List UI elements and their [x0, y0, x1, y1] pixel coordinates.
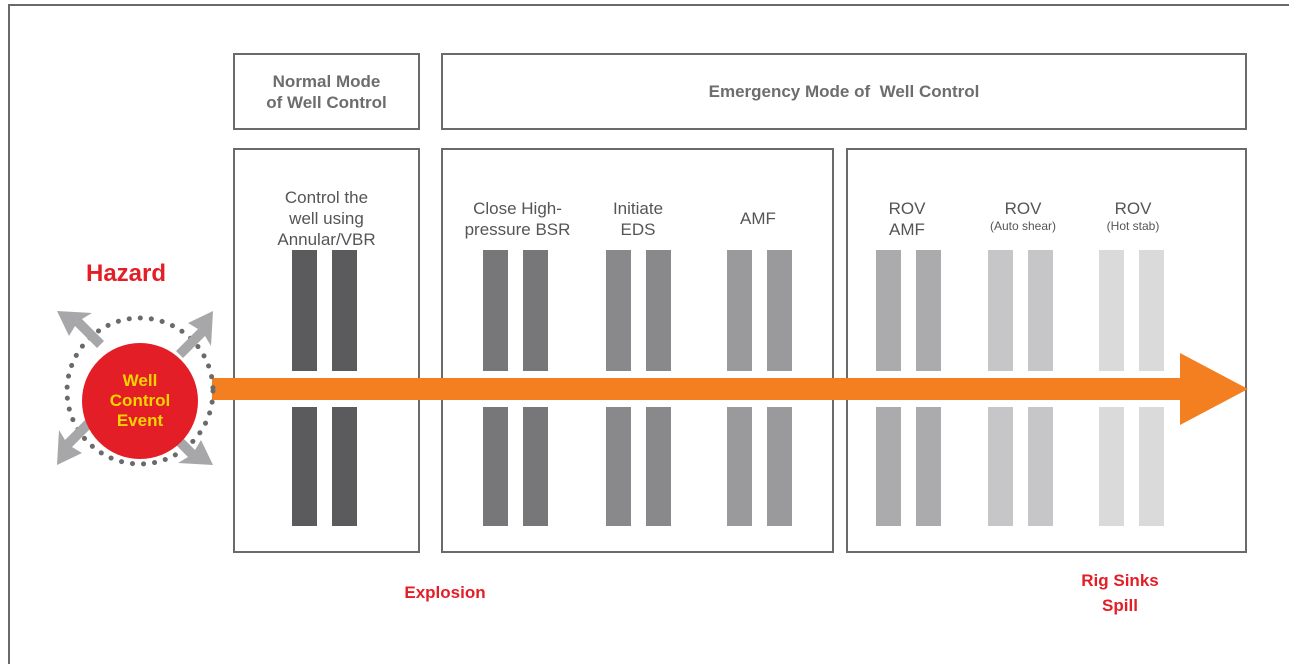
barrier-label-eds: Initiate EDS	[612, 199, 664, 239]
barrier-bar	[332, 250, 357, 371]
barrier-bar	[876, 250, 901, 371]
event-progression-arrow	[212, 353, 1248, 425]
barrier-bar	[916, 250, 941, 371]
barrier-bar	[767, 407, 792, 526]
barrier-bar	[523, 250, 548, 371]
barrier-label-rov-hot-stab: ROV (Hot stab)	[1085, 177, 1181, 254]
barrier-sublabel-hot-stab: (Hot stab)	[1106, 219, 1160, 233]
consequence-explosion: Explosion	[404, 583, 486, 602]
barrier-bar	[646, 250, 671, 371]
barrier-bar	[1028, 407, 1053, 526]
normal-barrier-group	[233, 148, 420, 553]
barrier-sublabel-auto-shear: (Auto shear)	[989, 219, 1057, 233]
barrier-bar	[1139, 250, 1164, 371]
barrier-bar	[916, 407, 941, 526]
barrier-bar	[1139, 407, 1164, 526]
barrier-bar	[1099, 407, 1124, 526]
emergency-mode-label: Emergency Mode of Well Control	[708, 82, 980, 101]
normal-mode-label: Normal Mode of Well Control	[266, 71, 387, 112]
barrier-label-high-pressure-bsr: Close High- pressure BSR	[464, 199, 571, 239]
barrier-bar	[292, 407, 317, 526]
barrier-label-amf: AMF	[740, 209, 776, 228]
arrow-shaft	[212, 378, 1188, 400]
threat-arrows	[57, 311, 213, 465]
hazard-dotted-ring	[64, 315, 216, 467]
threat-arrow-top-right-icon	[176, 311, 213, 358]
barrier-label-rov-amf: ROV AMF	[888, 199, 926, 239]
barrier-bar	[727, 250, 752, 371]
barrier-bar	[727, 407, 752, 526]
barrier-bar	[483, 250, 508, 371]
barrier-bar	[646, 407, 671, 526]
diagram-frame	[8, 4, 1289, 664]
barrier-label-annular-vbr: Control the well using Annular/VBR	[277, 188, 376, 249]
emergency-mode-header: Emergency Mode of Well Control	[441, 53, 1247, 130]
barrier-bar	[606, 250, 631, 371]
barrier-label-rov-auto-shear: ROV (Auto shear)	[968, 177, 1078, 254]
barrier-bar	[876, 407, 901, 526]
barrier-bar	[606, 407, 631, 526]
barrier-bar	[483, 407, 508, 526]
threat-arrow-top-left-icon	[57, 311, 104, 348]
normal-mode-header: Normal Mode of Well Control	[233, 53, 420, 130]
barrier-bar	[767, 250, 792, 371]
hazard-threat-arrows	[57, 311, 216, 467]
arrow-head	[1180, 353, 1248, 425]
barrier-bar	[1099, 250, 1124, 371]
barrier-bar	[523, 407, 548, 526]
consequence-rig-sinks-spill: Rig Sinks Spill	[1081, 571, 1159, 615]
well-control-event: Well Control Event	[82, 343, 198, 459]
barrier-bar	[332, 407, 357, 526]
barrier-bar	[988, 250, 1013, 371]
hazard-title: Hazard	[86, 260, 167, 287]
barrier-bar	[292, 250, 317, 371]
threat-arrow-bottom-left-icon	[57, 418, 94, 465]
barrier-bar	[988, 407, 1013, 526]
barrier-bar	[1028, 250, 1053, 371]
